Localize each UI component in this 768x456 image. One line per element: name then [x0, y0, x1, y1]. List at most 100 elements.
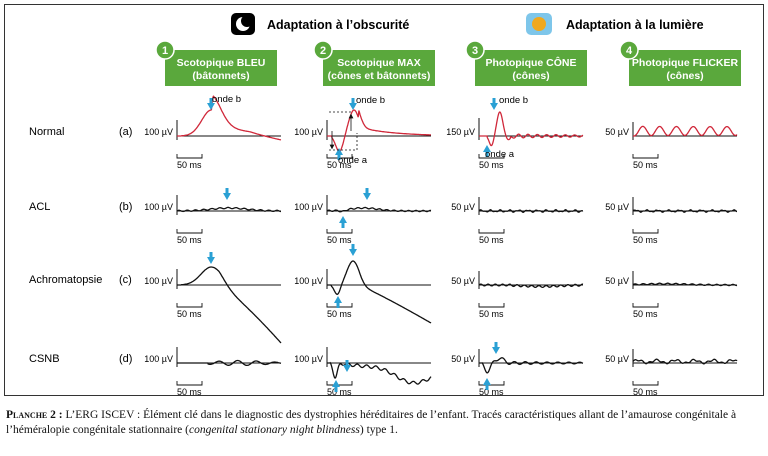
figure-caption: Planche 2 : L’ERG ISCEV : Élément clé da… — [6, 408, 762, 438]
column-number: 1 — [162, 45, 168, 57]
erg-waveform — [177, 359, 282, 367]
erg-waveform — [327, 109, 431, 153]
b-wave-arrow — [207, 98, 215, 110]
a-wave-arrow — [334, 296, 342, 308]
b-wave-arrow — [207, 252, 215, 264]
time-scale-bar — [478, 229, 505, 234]
time-scale-bar — [478, 303, 505, 308]
b-wave-arrow — [349, 98, 357, 110]
row-letter: (d) — [119, 353, 132, 365]
column-title: Photopique CÔNE — [486, 56, 577, 69]
column-title: Scotopique BLEU — [177, 57, 266, 69]
voltage-scale-label: 100 µV — [144, 276, 173, 286]
erg-waveform — [478, 209, 584, 213]
column-header-2: 2 Scotopique MAX (cônes et bâtonnets) — [313, 40, 435, 86]
time-scale-label: 50 ms — [177, 387, 202, 397]
voltage-scale-label: 50 µV — [451, 202, 475, 212]
a-wave-arrow — [335, 148, 343, 160]
column-subtitle: (cônes) — [666, 70, 703, 82]
time-scale-label: 50 ms — [633, 235, 658, 245]
erg-waveform — [176, 206, 281, 213]
voltage-scale-label: 100 µV — [294, 202, 323, 212]
column-header-1: 1 Scotopique BLEU (bâtonnets) — [155, 40, 277, 86]
time-scale-label: 50 ms — [479, 387, 504, 397]
voltage-scale-label: 50 µV — [451, 354, 475, 364]
row-label-csnb: CSNB — [29, 353, 60, 365]
erg-waveform — [177, 266, 282, 344]
wave-annotations: onde b onde b onde a onde b onde a — [212, 94, 528, 166]
time-scale-bar — [632, 303, 659, 308]
column-number: 4 — [626, 45, 633, 57]
time-scale-bar — [176, 229, 203, 234]
time-scale-bar — [632, 229, 659, 234]
row-label-normal: Normal — [29, 126, 64, 138]
b-wave-arrow — [349, 244, 357, 256]
erg-panel: Adaptation à l’obscurité Adaptation à la… — [4, 4, 764, 397]
time-scale-bar — [176, 381, 203, 386]
time-scale-label: 50 ms — [479, 309, 504, 319]
column-title: Photopique FLICKER — [632, 57, 739, 69]
voltage-scale-label: 100 µV — [294, 354, 323, 364]
time-scale-label: 50 ms — [633, 160, 658, 170]
time-scale-bar — [478, 381, 505, 386]
erg-waveform — [327, 260, 432, 324]
time-scale-bar — [326, 381, 353, 386]
row-label-achromatopsie: Achromatopsie — [29, 274, 102, 286]
erg-waveform — [632, 282, 738, 287]
onde-b-label: onde b — [356, 95, 385, 106]
b-wave-arrow — [490, 98, 498, 110]
voltage-scale-label: 50 µV — [451, 276, 475, 286]
b-wave-arrow — [363, 188, 371, 200]
voltage-scale-label: 50 µV — [605, 127, 629, 137]
time-scale-label: 50 ms — [633, 309, 658, 319]
dark-adaptation-header: Adaptation à l’obscurité — [231, 13, 409, 35]
erg-waveform — [326, 206, 432, 213]
a-wave-arrow — [332, 380, 340, 392]
caption-title: Planche 2 : — [6, 409, 63, 421]
a-wave-arrow — [483, 378, 491, 390]
erg-waveform — [632, 358, 738, 365]
column-subtitle: (cônes et bâtonnets) — [328, 70, 431, 82]
time-scale-label: 50 ms — [479, 235, 504, 245]
erg-waveform — [479, 111, 584, 147]
onde-a-label: onde a — [485, 149, 515, 160]
onde-b-label: onde b — [499, 95, 528, 106]
time-scale-label: 50 ms — [327, 160, 352, 170]
time-scale-bar — [176, 303, 203, 308]
time-scale-label: 50 ms — [479, 160, 504, 170]
row-letter: (a) — [119, 126, 132, 138]
time-scale-bar — [632, 381, 659, 386]
time-scale-bar — [632, 154, 659, 159]
time-scale-label: 50 ms — [327, 309, 352, 319]
b-wave-arrow — [223, 188, 231, 200]
dark-adaptation-title: Adaptation à l’obscurité — [267, 18, 409, 32]
erg-waveform — [478, 283, 584, 289]
column-subtitle: (cônes) — [512, 70, 549, 82]
light-adaptation-title: Adaptation à la lumière — [566, 18, 704, 32]
erg-waveform — [177, 95, 282, 141]
row-label-acl: ACL — [29, 201, 50, 213]
a-wave-arrow — [483, 145, 491, 157]
column-number: 3 — [472, 45, 478, 57]
time-scale-bar — [478, 154, 505, 159]
voltage-scale-label: 50 µV — [605, 354, 629, 364]
light-adaptation-header: Adaptation à la lumière — [526, 13, 704, 35]
voltage-scale-label: 100 µV — [144, 202, 173, 212]
row-letter: (c) — [119, 274, 132, 286]
row-letter: (b) — [119, 201, 132, 213]
time-scale-label: 50 ms — [327, 387, 352, 397]
caption-text: L’ERG ISCEV : Élément clé dans le diagno… — [6, 409, 737, 436]
erg-waveform — [327, 361, 432, 385]
voltage-scale-label: 100 µV — [144, 354, 173, 364]
time-scale-bar — [326, 229, 353, 234]
time-scale-bar — [176, 154, 203, 159]
time-scale-label: 50 ms — [327, 235, 352, 245]
erg-traces: 100 µV 50 ms 100 µV 50 ms 150 µV 50 ms 50 µV 50… — [144, 95, 738, 397]
voltage-scale-label: 150 µV — [446, 127, 475, 137]
a-wave-arrow — [339, 216, 347, 228]
caption-text-end: ) type 1. — [359, 424, 398, 436]
erg-waveform — [632, 209, 737, 213]
b-wave-arrow — [343, 360, 351, 372]
time-scale-label: 50 ms — [633, 387, 658, 397]
